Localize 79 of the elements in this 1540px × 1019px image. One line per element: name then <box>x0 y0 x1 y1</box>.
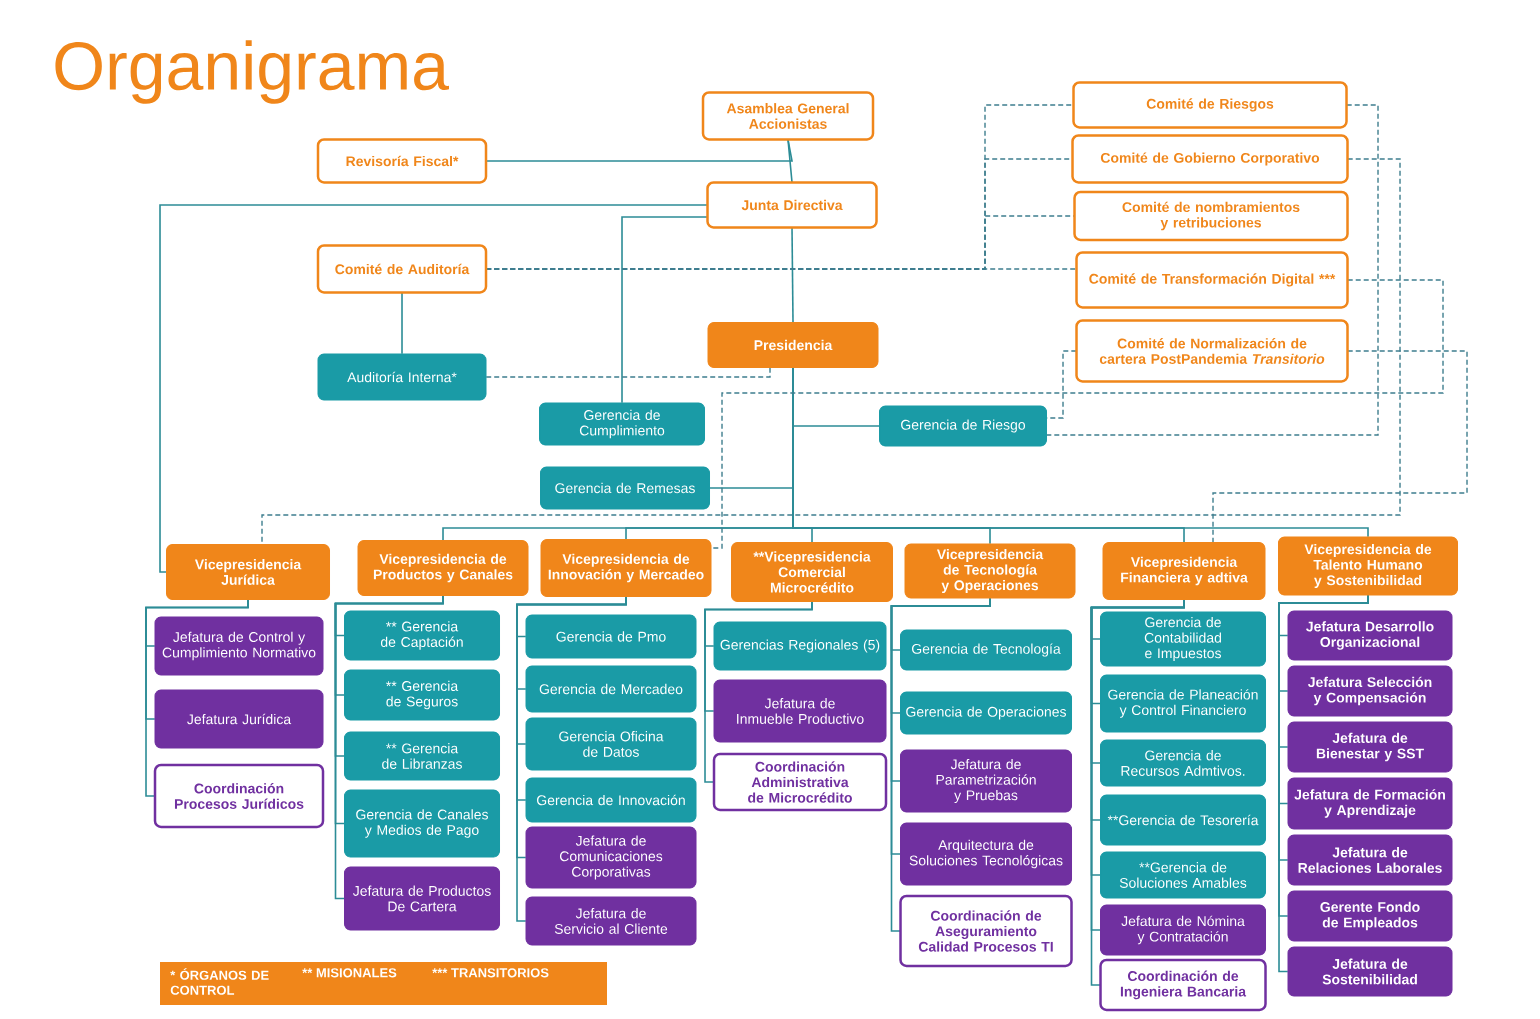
committee-box: Comité de Transformación Digital *** <box>1075 251 1349 309</box>
connector-line <box>704 600 813 783</box>
label: * ÓRGANOS DE CONTROL <box>170 968 269 995</box>
executive-box: Vicepresidencia de Tecnología y Operaciones <box>904 543 1076 599</box>
unit-box: Jefatura Desarrollo Organizacional <box>1287 610 1453 661</box>
department-box: ** Gerencia de Seguros <box>344 669 500 721</box>
department-box: **Gerencia de Tesorería <box>1100 794 1266 846</box>
label: *** TRANSITORIOS <box>432 968 549 978</box>
unit-box: Jefatura de Comunicaciones Corporativas <box>525 826 697 889</box>
chart-title: Organigrama <box>55 40 449 104</box>
department-box: Gerencia Oficina de Datos <box>525 717 697 771</box>
connector-line <box>621 216 709 404</box>
department-box: Gerencia de Riesgo <box>879 405 1047 447</box>
connector-line <box>485 138 793 162</box>
unit-box: Jefatura de Control y Cumplimiento Normativo <box>154 616 324 676</box>
department-box: Gerencia de Cumplimiento <box>539 402 705 446</box>
executive-box: **Vicepresidencia Comercial Microcrédito <box>731 542 893 602</box>
department-box: ** Gerencia de Libranzas <box>344 731 500 781</box>
department-box: Gerencia de Tecnología <box>900 629 1072 671</box>
committee-box: Comité de Auditoría <box>316 244 488 294</box>
connector-line <box>334 594 444 900</box>
unit-box: Jefatura de Productos De Cartera <box>344 866 500 931</box>
executive-box: Vicepresidencia de Productos y Canales <box>357 540 529 596</box>
connector-line <box>1046 104 1379 436</box>
executive-box: Vicepresidencia de Innovación y Mercadeo <box>540 539 712 597</box>
department-box: **Gerencia de Soluciones Amables <box>1100 851 1266 899</box>
unit-box: Jefatura Jurídica <box>154 689 324 749</box>
connector-line <box>401 291 403 355</box>
connector-line <box>890 597 991 932</box>
unit-box: Jefatura de Bienestar y SST <box>1287 721 1453 773</box>
connector-line <box>485 367 771 378</box>
committee-box: Revisoría Fiscal* <box>316 138 488 184</box>
unit-box: Jefatura de Inmueble Productivo <box>713 679 887 743</box>
department-box: Gerencia de Planeación y Control Financiero <box>1100 674 1266 733</box>
executive-box: Presidencia <box>707 322 879 368</box>
connector-line <box>159 204 709 573</box>
department-box: Gerencia de Operaciones <box>900 691 1072 735</box>
connector-line <box>787 138 793 184</box>
department-box: Gerencia de Canales y Medios de Pago <box>344 789 500 858</box>
department-box: Gerencia de Pmo <box>525 614 697 659</box>
unit-box: Jefatura de Sostenibilidad <box>1287 946 1453 997</box>
department-box: Gerencia de Contabilidad e Impuestos <box>1100 611 1266 667</box>
department-box: ** Gerencia de Captación <box>344 610 500 661</box>
connector-line <box>1212 350 1468 543</box>
committee-box: Comité de Gobierno Corporativo <box>1071 134 1349 184</box>
unit-box: Jefatura de Relaciones Laborales <box>1287 834 1453 886</box>
committee-box: Comité de nombramientos y retribuciones <box>1073 190 1349 242</box>
coordination-box: Coordinación Procesos Jurídicos <box>153 763 325 829</box>
department-box: Auditoría Interna* <box>317 353 487 401</box>
unit-box: Jefatura Selección y Compensación <box>1287 665 1453 717</box>
coordination-box: Coordinación de Aseguramiento Calidad Procesos TI <box>899 894 1073 968</box>
committee-box: Junta Directiva <box>706 181 878 229</box>
department-box: Gerencia de Mercadeo <box>525 665 697 713</box>
department-box: Gerencia de Innovación <box>525 777 697 823</box>
executive-box: Vicepresidencia Jurídica <box>166 544 330 600</box>
committee-box: Asamblea General Accionistas <box>701 91 875 141</box>
legend-bar: * ÓRGANOS DE CONTROL ** MISIONALES *** TRANSITORIOS <box>160 962 607 1005</box>
department-box: Gerencia de Recursos Admtivos. <box>1100 739 1266 787</box>
label: ** MISIONALES <box>302 968 397 978</box>
unit-box: Jefatura de Formación y Aprendizaje <box>1287 777 1453 830</box>
unit-box: Jefatura de Servicio al Cliente <box>525 896 697 946</box>
unit-box: Jefatura de Parametrización y Pruebas <box>900 749 1072 813</box>
coordination-box: Coordinación de Ingeniera Bancaria <box>1099 958 1267 1012</box>
connector-line <box>145 598 249 797</box>
unit-box: Jefatura de Nómina y Contratación <box>1100 904 1266 956</box>
connector-line <box>261 158 1401 545</box>
coordination-box: Coordinación Administrativa de Microcrédito <box>712 752 888 812</box>
department-box: Gerencia de Remesas <box>540 466 710 510</box>
executive-box: Vicepresidencia de Talento Humano y Sostenibilidad <box>1278 536 1458 596</box>
connector-line <box>791 226 794 324</box>
committee-box: Comité de Riesgos <box>1072 81 1348 129</box>
executive-box: Vicepresidencia Financiera y adtiva <box>1102 542 1266 600</box>
connector-line <box>516 595 627 922</box>
unit-box: Arquitectura de Soluciones Tecnológicas <box>900 822 1072 886</box>
unit-box: Gerente Fondo de Empleados <box>1287 890 1453 942</box>
committee-box: Comité de Normalización de cartera PostPandemia Transitorio <box>1075 319 1349 383</box>
connector-line <box>710 279 1444 549</box>
department-box: Gerencias Regionales (5) <box>713 621 887 671</box>
connector-line <box>792 366 1369 538</box>
